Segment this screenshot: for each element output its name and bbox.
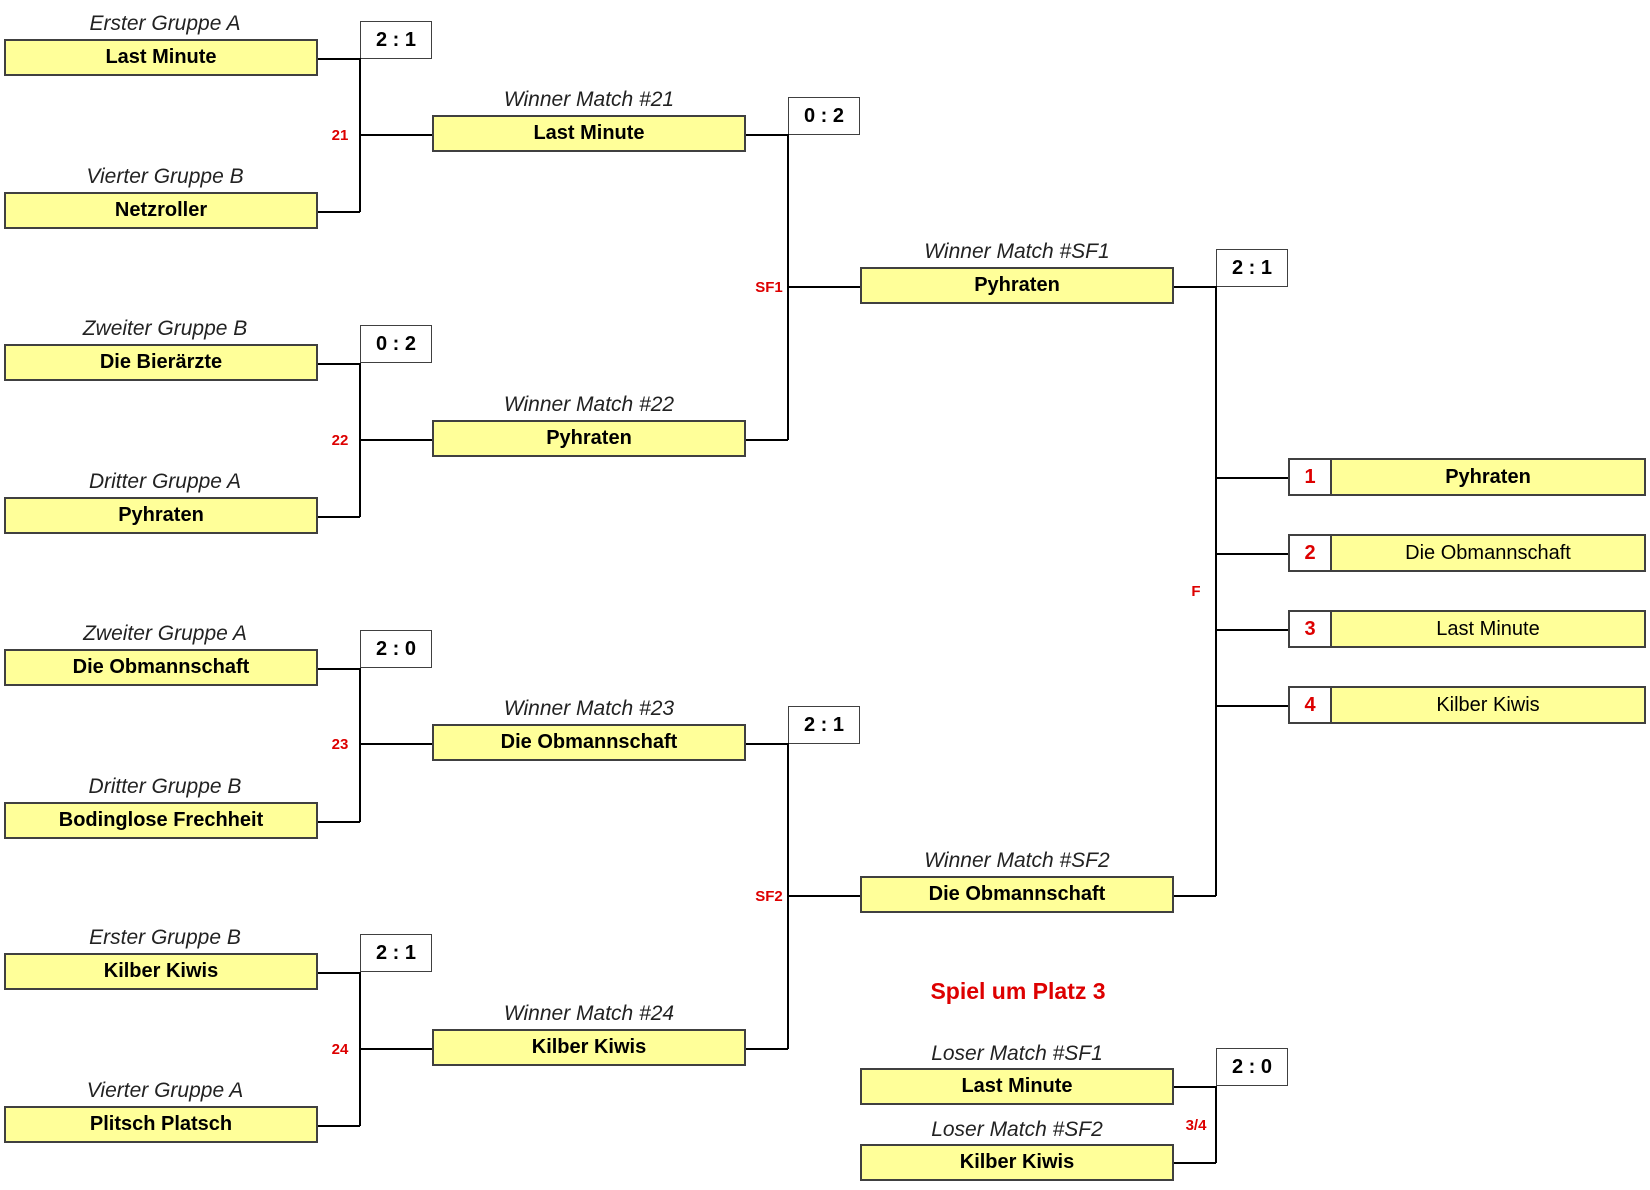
connector [1174, 895, 1216, 897]
connector [1174, 1086, 1216, 1088]
score-final: 2 : 1 [1216, 249, 1288, 287]
rank-team: Kilber Kiwis [1332, 688, 1644, 722]
team-r1-m21-top[interactable]: Last Minute [4, 39, 318, 76]
connector [746, 1048, 788, 1050]
rank-team: Last Minute [1332, 612, 1644, 646]
caption-loser-sf2: Loser Match #SF2 [931, 1118, 1103, 1141]
score-sf2: 2 : 1 [788, 706, 860, 744]
caption-loser-sf1: Loser Match #SF1 [931, 1042, 1103, 1065]
connector [318, 1125, 360, 1127]
team-r1-m22-bottom[interactable]: Pyhraten [4, 497, 318, 534]
connector [318, 58, 360, 60]
rank-number: 1 [1290, 460, 1332, 494]
rank-team: Pyhraten [1332, 460, 1644, 494]
team-loser-sf2[interactable]: Kilber Kiwis [860, 1144, 1174, 1181]
caption-r1-m21-top: Erster Gruppe A [89, 12, 241, 35]
team-winner-sf1[interactable]: Pyhraten [860, 267, 1174, 304]
connector [318, 821, 360, 823]
caption-r1-m21-bottom: Vierter Gruppe B [86, 165, 244, 188]
rank-number: 2 [1290, 536, 1332, 570]
team-winner-22[interactable]: Pyhraten [432, 420, 746, 457]
connector [359, 743, 432, 745]
connector [1215, 477, 1288, 479]
connector [359, 1048, 432, 1050]
score-sf1: 0 : 2 [788, 97, 860, 135]
connector [1174, 1162, 1216, 1164]
caption-r1-m23-bottom: Dritter Gruppe B [88, 775, 242, 798]
connector [318, 363, 360, 365]
connector [359, 134, 432, 136]
connector [1215, 1086, 1217, 1163]
caption-winner-22: Winner Match #22 [503, 393, 675, 416]
team-r1-m22-top[interactable]: Die Bierärzte [4, 344, 318, 381]
connector [787, 895, 860, 897]
team-winner-21[interactable]: Last Minute [432, 115, 746, 152]
caption-r1-m22-top: Zweiter Gruppe B [82, 317, 248, 340]
connector [1215, 553, 1288, 555]
team-r1-m23-bottom[interactable]: Bodinglose Frechheit [4, 802, 318, 839]
connector [359, 439, 432, 441]
caption-winner-sf1: Winner Match #SF1 [924, 240, 1110, 263]
ranking-row-1: 1 Pyhraten [1288, 458, 1646, 496]
score-m21: 2 : 1 [360, 21, 432, 59]
match-label-23: 23 [331, 736, 349, 753]
team-winner-sf2[interactable]: Die Obmannschaft [860, 876, 1174, 913]
connector [746, 743, 788, 745]
match-label-third-place: 3/4 [1185, 1117, 1207, 1134]
connector [1174, 286, 1216, 288]
match-label-final: F [1191, 583, 1201, 600]
team-winner-23[interactable]: Die Obmannschaft [432, 724, 746, 761]
rank-number: 3 [1290, 612, 1332, 646]
caption-winner-sf2: Winner Match #SF2 [924, 849, 1110, 872]
caption-winner-23: Winner Match #23 [503, 697, 675, 720]
team-r1-m24-top[interactable]: Kilber Kiwis [4, 953, 318, 990]
third-place-title: Spiel um Platz 3 [930, 978, 1106, 1004]
connector [787, 286, 860, 288]
match-label-sf1: SF1 [755, 279, 783, 296]
caption-r1-m24-top: Erster Gruppe B [89, 926, 241, 949]
team-r1-m23-top[interactable]: Die Obmannschaft [4, 649, 318, 686]
connector [318, 972, 360, 974]
team-r1-m21-bottom[interactable]: Netzroller [4, 192, 318, 229]
caption-r1-m23-top: Zweiter Gruppe A [83, 622, 247, 645]
connector [1215, 629, 1288, 631]
connector [318, 516, 360, 518]
connector [1215, 286, 1217, 896]
ranking-row-3: 3 Last Minute [1288, 610, 1646, 648]
match-label-21: 21 [331, 127, 349, 144]
connector [318, 211, 360, 213]
score-m23: 2 : 0 [360, 630, 432, 668]
score-m24: 2 : 1 [360, 934, 432, 972]
ranking-row-2: 2 Die Obmannschaft [1288, 534, 1646, 572]
rank-number: 4 [1290, 688, 1332, 722]
connector [746, 439, 788, 441]
caption-winner-21: Winner Match #21 [503, 88, 675, 111]
team-loser-sf1[interactable]: Last Minute [860, 1068, 1174, 1105]
connector [318, 668, 360, 670]
ranking-row-4: 4 Kilber Kiwis [1288, 686, 1646, 724]
caption-winner-24: Winner Match #24 [503, 1002, 675, 1025]
score-m22: 0 : 2 [360, 325, 432, 363]
connector [746, 134, 788, 136]
match-label-24: 24 [331, 1041, 349, 1058]
score-third-place: 2 : 0 [1216, 1048, 1288, 1086]
team-r1-m24-bottom[interactable]: Plitsch Platsch [4, 1106, 318, 1143]
team-winner-24[interactable]: Kilber Kiwis [432, 1029, 746, 1066]
match-label-sf2: SF2 [755, 888, 783, 905]
match-label-22: 22 [331, 432, 349, 449]
connector [359, 668, 361, 822]
rank-team: Die Obmannschaft [1332, 536, 1644, 570]
caption-r1-m22-bottom: Dritter Gruppe A [88, 470, 242, 493]
caption-r1-m24-bottom: Vierter Gruppe A [86, 1079, 244, 1102]
connector [1215, 705, 1288, 707]
